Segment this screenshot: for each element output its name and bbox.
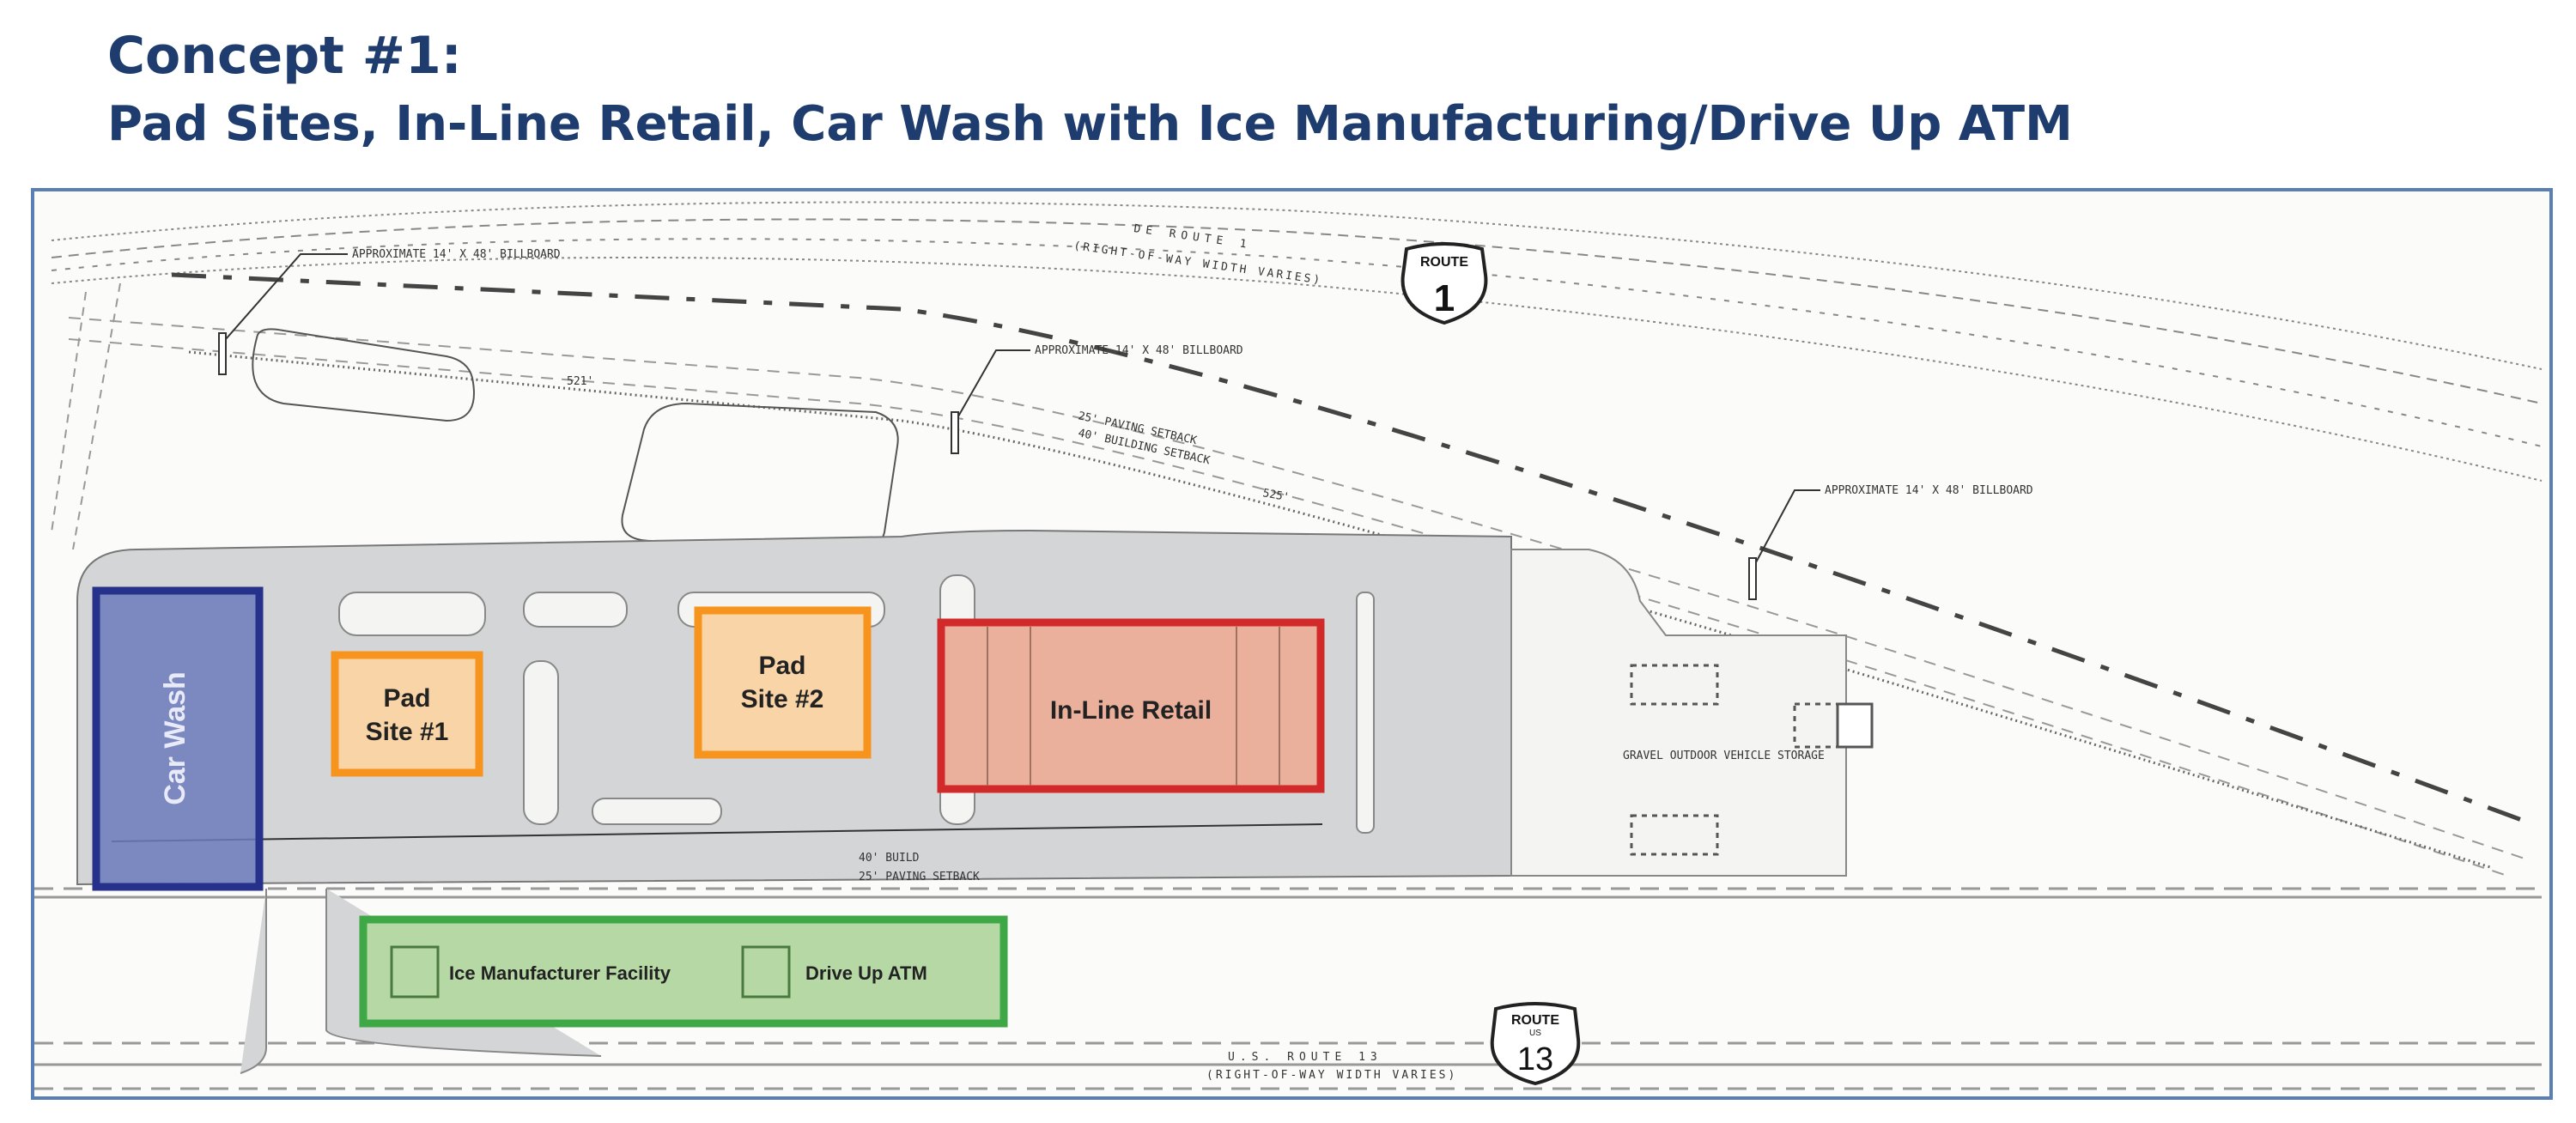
billboard-label-1: APPROXIMATE 14' X 48' BILLBOARD xyxy=(352,248,561,261)
pad-site-1-label-line2: Site #1 xyxy=(366,718,449,746)
page-subtitle: Pad Sites, In-Line Retail, Car Wash with… xyxy=(107,96,2073,152)
route-1-shield-top: ROUTE xyxy=(1420,255,1468,270)
route-13-shield-top: ROUTE xyxy=(1511,1013,1559,1028)
route-13-shield-us: US xyxy=(1529,1029,1541,1038)
us-route-13-name: U.S. ROUTE 13 xyxy=(1228,1051,1382,1064)
dimension-521: 521' xyxy=(567,375,593,388)
ice-facility-label: Ice Manufacturer Facility xyxy=(449,962,671,984)
dimension-525: 525' xyxy=(1261,487,1290,504)
car-wash-zone[interactable] xyxy=(92,586,264,891)
pad-site-2-label-line1: Pad xyxy=(758,652,805,680)
gravel-storage-label: GRAVEL OUTDOOR VEHICLE STORAGE xyxy=(1623,750,1825,762)
route-1-shield-icon: ROUTE 1 xyxy=(1400,242,1488,325)
inline-retail-zone[interactable] xyxy=(937,618,1325,793)
atm-label: Drive Up ATM xyxy=(805,962,927,984)
pad-site-2-label-line2: Site #2 xyxy=(741,685,824,713)
utility-line xyxy=(111,823,1323,842)
route-13-shield-number: 13 xyxy=(1517,1041,1553,1077)
hatched-storage xyxy=(1630,664,1874,856)
green-zone[interactable] xyxy=(359,915,1008,1028)
route-1-lines xyxy=(51,201,2543,482)
building-setback-line xyxy=(68,338,2508,877)
route-1-shield-number: 1 xyxy=(1434,277,1455,319)
gravel-storage-area xyxy=(1510,549,1847,877)
front-paving-setback-label: 25' PAVING SETBACK xyxy=(859,871,980,883)
property-line xyxy=(171,272,2534,827)
car-wash-label: Car Wash xyxy=(159,671,191,805)
atm-marker xyxy=(741,945,791,999)
route-13-shield-icon: ROUTE US 13 xyxy=(1490,1002,1581,1086)
ice-facility-marker xyxy=(390,945,440,999)
pad-site-1-zone[interactable] xyxy=(331,651,483,777)
pad-site-1-label-line1: Pad xyxy=(383,684,430,713)
pond-area-1 xyxy=(252,328,475,422)
retail-unit-dividers xyxy=(987,627,1280,786)
page-title: Concept #1: xyxy=(107,26,462,86)
site-boundary-line xyxy=(188,350,2491,869)
billboard-label-3: APPROXIMATE 14' X 48' BILLBOARD xyxy=(1825,484,2033,497)
us-route-13-note: (RIGHT-OF-WAY WIDTH VARIES) xyxy=(1206,1069,1457,1082)
billboards xyxy=(218,253,1820,600)
billboard-label-2: APPROXIMATE 14' X 48' BILLBOARD xyxy=(1035,344,1243,357)
side-setback-lines xyxy=(51,282,121,550)
pad-site-2-zone[interactable] xyxy=(694,606,872,759)
front-building-setback-label: 40' BUILD xyxy=(859,852,920,865)
inline-retail-label: In-Line Retail xyxy=(1050,696,1212,725)
